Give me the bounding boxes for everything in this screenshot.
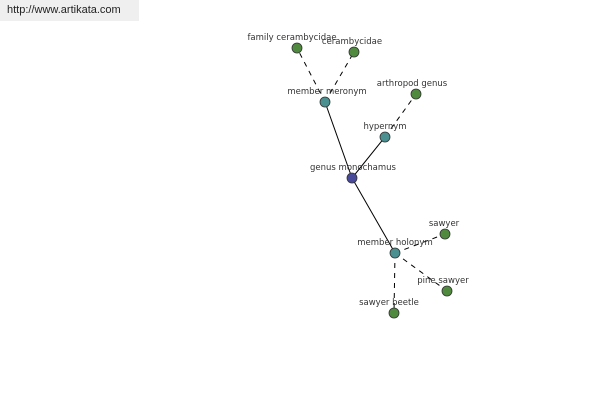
node-member-holonym[interactable] bbox=[389, 247, 401, 259]
node-sawyer[interactable] bbox=[439, 228, 451, 240]
node-label-sawyer-beetle: sawyer beetle bbox=[359, 298, 419, 308]
labels-layer: genus monochamus member meronym hypernym me… bbox=[247, 33, 469, 308]
node-label-sawyer: sawyer bbox=[429, 219, 460, 229]
node-label-arthropod-genus: arthropod genus bbox=[377, 79, 448, 89]
node-sawyer-beetle[interactable] bbox=[388, 307, 400, 319]
edge-member-holonym-to-sawyer-beetle bbox=[393, 252, 396, 314]
node-cerambycidae[interactable] bbox=[348, 46, 360, 58]
edge-member-meronym-to-family-cerambycidae bbox=[296, 47, 326, 103]
node-label-pine-sawyer: pine sawyer bbox=[417, 276, 469, 286]
node-arthropod-genus[interactable] bbox=[410, 88, 422, 100]
node-family-cerambycidae[interactable] bbox=[291, 42, 303, 54]
node-label-genus-monochamus: genus monochamus bbox=[310, 163, 397, 173]
node-genus-monochamus[interactable] bbox=[346, 172, 358, 184]
site-url-link[interactable]: http://www.artikata.com bbox=[0, 0, 139, 21]
node-label-member-holonym: member holonym bbox=[357, 238, 432, 248]
edge-genus-monochamus-to-member-meronym bbox=[324, 101, 353, 179]
node-label-hypernym: hypernym bbox=[363, 122, 406, 132]
node-label-cerambycidae: cerambycidae bbox=[322, 37, 382, 47]
node-label-family-cerambycidae: family cerambycidae bbox=[247, 33, 336, 43]
edge-member-holonym-to-sawyer bbox=[394, 233, 446, 254]
edge-genus-monochamus-to-hypernym bbox=[351, 136, 386, 179]
edge-member-holonym-to-pine-sawyer bbox=[394, 252, 448, 292]
node-member-meronym[interactable] bbox=[319, 96, 331, 108]
node-hypernym[interactable] bbox=[379, 131, 391, 143]
edge-hypernym-to-arthropod-genus bbox=[384, 93, 417, 138]
node-label-member-meronym: member meronym bbox=[287, 87, 366, 97]
node-pine-sawyer[interactable] bbox=[441, 285, 453, 297]
nodes-layer bbox=[291, 42, 453, 319]
edge-genus-monochamus-to-member-holonym bbox=[351, 177, 396, 254]
edges-layer bbox=[296, 47, 448, 314]
